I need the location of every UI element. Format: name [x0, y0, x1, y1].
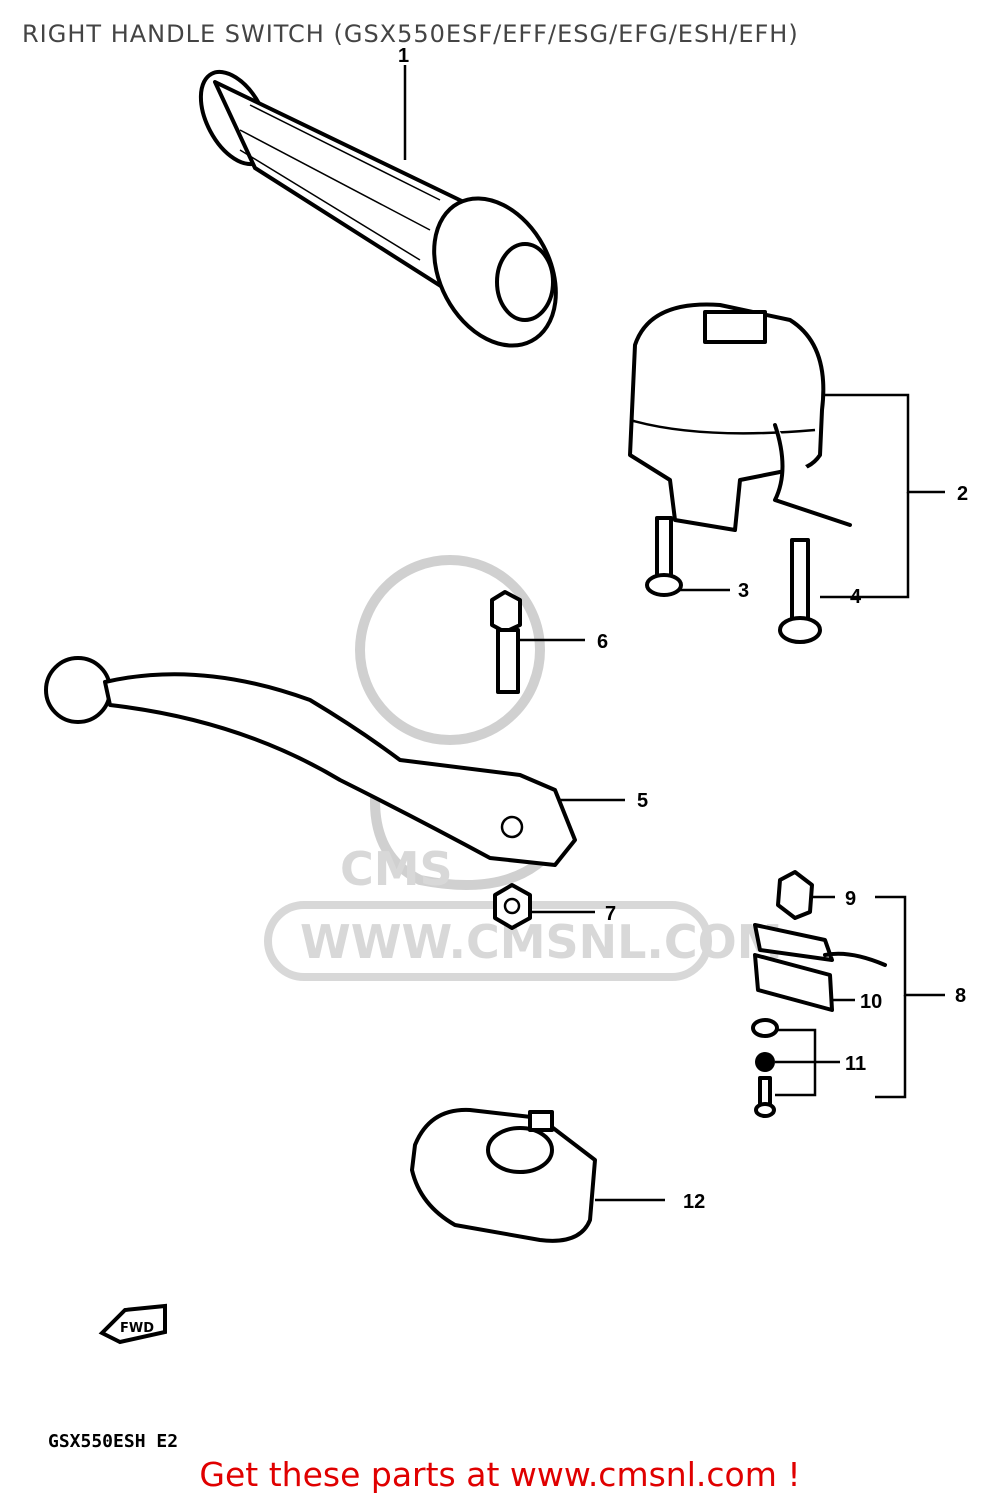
- part-5-brake-lever: [44, 656, 577, 867]
- part-3-screw: [645, 516, 683, 597]
- callout-6: 6: [597, 631, 608, 653]
- callout-7: 7: [605, 903, 616, 925]
- watermark: CMS WWW.CMSNL.COM: [264, 555, 783, 981]
- diagram-title: RIGHT HANDLE SWITCH (GSX550ESF/EFF/ESG/E…: [22, 20, 799, 48]
- callout-10: 10: [860, 991, 882, 1013]
- part-4-screw: [778, 538, 822, 644]
- exploded-parts-diagram: CMS WWW.CMSNL.COM: [44, 45, 968, 1450]
- callout-numbers: 1 2 3 4 5 6 7 8 9 10 11 12: [398, 45, 968, 1213]
- callout-5: 5: [637, 790, 648, 812]
- part-1-throttle-grip: [198, 69, 558, 348]
- watermark-logo: CMS: [340, 842, 453, 896]
- callout-8: 8: [955, 985, 966, 1007]
- fwd-label: FWD: [120, 1321, 154, 1336]
- callout-1: 1: [398, 45, 409, 67]
- callout-3: 3: [738, 580, 749, 602]
- forward-direction-arrow: FWD: [98, 1303, 167, 1345]
- part-2-switch-housing: [628, 302, 852, 532]
- leader-lines: [403, 65, 945, 1202]
- part-9-switch-knob: [776, 870, 814, 920]
- callout-2: 2: [957, 483, 968, 505]
- footer-link-text[interactable]: Get these parts at www.cmsnl.com !: [199, 1455, 801, 1494]
- watermark-text: WWW.CMSNL.COM: [300, 915, 783, 969]
- callout-4: 4: [850, 586, 862, 608]
- callout-12: 12: [683, 1191, 705, 1213]
- model-code: GSX550ESH E2: [48, 1431, 178, 1450]
- part-12-switch-cover: [410, 1107, 597, 1243]
- callout-11: 11: [845, 1053, 866, 1075]
- part-7-nut: [493, 883, 532, 930]
- part-6-pivot-bolt: [490, 590, 522, 694]
- part-10-brake-switch: [753, 923, 887, 1012]
- part-11-washer-and-screws: [751, 1018, 779, 1118]
- callout-9: 9: [845, 888, 856, 910]
